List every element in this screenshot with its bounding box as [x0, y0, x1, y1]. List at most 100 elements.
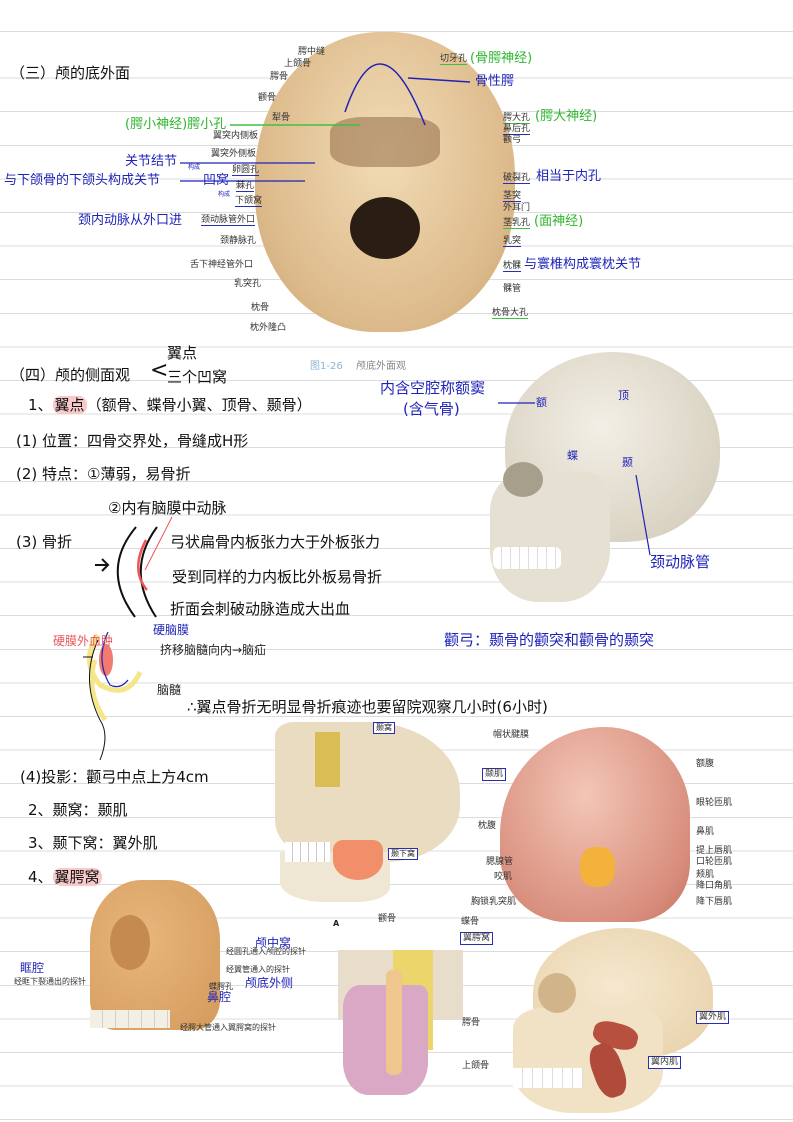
- label: 枕骨大孔: [492, 308, 529, 319]
- label: 枕外隆凸: [250, 323, 287, 333]
- label: 棘孔: [236, 181, 255, 192]
- brain-label: 脑髓: [157, 683, 182, 697]
- nasal-note: 鼻腔: [207, 990, 232, 1004]
- note-greater-palatine: (腭大神经): [535, 109, 598, 124]
- label: 额腹: [696, 759, 715, 769]
- ptp-highlight: 翼腭窝: [52, 868, 102, 886]
- note-articular-tubercle: 关节结节: [125, 154, 178, 169]
- zygomatic-arch-note: 颧弓：颞骨的颧突和颧骨的颞突: [444, 631, 655, 649]
- note-lesser-palatine: (腭小神经)腭小孔: [125, 117, 227, 132]
- projection: (4)投影：颧弓中点上方4cm: [20, 768, 209, 786]
- label: 帽状腱膜: [493, 730, 530, 740]
- label: 腭中缝: [298, 47, 326, 57]
- pterion-feature-2: ②内有脑膜中动脉: [108, 499, 227, 517]
- label: 降口角肌: [696, 881, 733, 891]
- probe-label: 经腭大管通入翼腭窝的探针: [180, 1023, 276, 1032]
- pterion-line: 1、翼点（额骨、蝶骨小翼、顶骨、颞骨）: [28, 396, 312, 414]
- herniation-label: 挤移脑髓向内→脑疝: [160, 643, 267, 657]
- label: 茎乳孔: [503, 218, 531, 229]
- fracture-sketch: [83, 516, 173, 761]
- label: 蝶骨: [461, 917, 480, 927]
- note-joint: 与下颌骨的下颌头构成关节: [4, 173, 161, 188]
- hematoma-label: 硬膜外血肿: [53, 634, 114, 648]
- ptp-box: 翼腭窝: [460, 932, 494, 945]
- temporal-fossa-figure: [265, 722, 465, 907]
- pterion-position: (1) 位置：四骨交界处，骨缝成H形: [16, 432, 249, 450]
- label: 眼轮匝肌: [696, 798, 733, 808]
- medial-pterygoid-box: 翼内肌: [648, 1056, 682, 1069]
- skull-label-parietal: 顶: [618, 389, 629, 402]
- label: 颈静脉孔: [220, 236, 257, 246]
- dura-label: 硬脑膜: [153, 623, 190, 637]
- label: 腮腺管: [486, 857, 514, 867]
- label: 颧骨: [258, 93, 277, 103]
- frontal-sinus-note-2: (含气骨): [403, 400, 460, 418]
- label: 破裂孔: [503, 173, 531, 184]
- note-form: 构成: [218, 191, 231, 198]
- pterion-feature-1: (2) 特点：①薄弱，易骨折: [16, 465, 191, 483]
- label: 颧骨: [378, 914, 397, 924]
- label: 鼻肌: [696, 827, 715, 837]
- label: 犁骨: [272, 113, 291, 123]
- note-condyle: 与寰椎构成寰枕关节: [524, 257, 642, 272]
- skull-base-note: 颅底外侧: [245, 976, 294, 990]
- label: 鼻后孔: [503, 124, 531, 135]
- facial-muscles-figure: [500, 722, 700, 922]
- note-form: 构成: [188, 164, 201, 171]
- label: 卵圆孔: [232, 165, 260, 176]
- label: 腭大孔: [503, 113, 531, 124]
- temporal-fossa: 2、颞窝：颞肌: [28, 801, 128, 819]
- foramen-label: 蝶腭孔: [209, 982, 233, 991]
- label: 髁管: [503, 284, 522, 294]
- skull-base-figure: [235, 32, 535, 337]
- label: 枕腹: [478, 821, 497, 831]
- skull-label-temporal: 颞: [622, 456, 633, 469]
- num: 1、: [28, 396, 53, 414]
- brace-item: 翼点: [167, 344, 198, 362]
- probe-label: 经翼管通入的探针: [226, 965, 290, 974]
- pterygopalatine-figure: [85, 880, 225, 1045]
- label: 颈动脉管外口: [201, 215, 256, 226]
- fracture-heading: (3) 骨折: [16, 533, 73, 551]
- note-stylomastoid: (面神经): [534, 214, 584, 229]
- figure-a-letter: A: [333, 919, 340, 928]
- num: 4、: [28, 868, 53, 886]
- fracture-line: 折面会刺破动脉造成大出血: [170, 600, 351, 618]
- label: 口轮匝肌: [696, 857, 733, 867]
- label: 颧弓: [503, 135, 522, 145]
- label: 茎突: [503, 191, 522, 202]
- frontal-sinus-note: 内含空腔称额窦: [380, 379, 486, 397]
- infratemporal-fossa: 3、颞下窝：翼外肌: [28, 834, 158, 852]
- fracture-line: 受到同样的力内板比外板易骨折: [172, 568, 383, 586]
- section4-heading: （四）颅的侧面观: [10, 366, 131, 384]
- skull-label-sphenoid: 蝶: [567, 449, 578, 462]
- pterygoid-muscles-figure: [508, 928, 718, 1116]
- lateral-pterygoid-box: 翼外肌: [696, 1011, 730, 1024]
- skull-label-frontal: 额: [536, 396, 547, 409]
- label: 枕骨: [251, 303, 270, 313]
- figure-caption: 颅底外面观: [356, 361, 406, 372]
- label: 翼突外侧板: [211, 149, 257, 159]
- brace: <: [150, 358, 169, 383]
- infratemporal-fossa-box: 颞下窝: [388, 848, 418, 860]
- label: 切牙孔: [440, 54, 468, 65]
- brace-item: 三个凹窝: [167, 368, 228, 386]
- label: 上颌骨: [284, 59, 312, 69]
- probe-label: 经眶下裂通出的探针: [14, 977, 86, 986]
- orbit-note: 眶腔: [20, 961, 45, 975]
- label: 乳突: [503, 236, 522, 247]
- conclusion: ∴翼点骨折无明显骨折痕迹也要留院观察几小时(6小时): [187, 698, 548, 716]
- label: 乳突孔: [234, 279, 262, 289]
- pterion-bones: （额骨、蝶骨小翼、顶骨、颞骨）: [86, 396, 312, 414]
- ptp-line: 4、翼腭窝: [28, 868, 102, 886]
- section3-heading: （三）颅的底外面: [10, 64, 131, 82]
- figure-a: [338, 950, 468, 1100]
- label: 外耳门: [503, 203, 531, 213]
- label: 腭骨: [462, 1018, 481, 1028]
- label: 降下唇肌: [696, 897, 733, 907]
- label: 咬肌: [494, 872, 513, 882]
- note-carotid: 颈内动脉从外口进: [78, 213, 183, 228]
- label: 下颌窝: [235, 196, 263, 207]
- figure-caption-number: 图1-26: [310, 361, 343, 372]
- note-fossa: 凹窝: [203, 173, 230, 188]
